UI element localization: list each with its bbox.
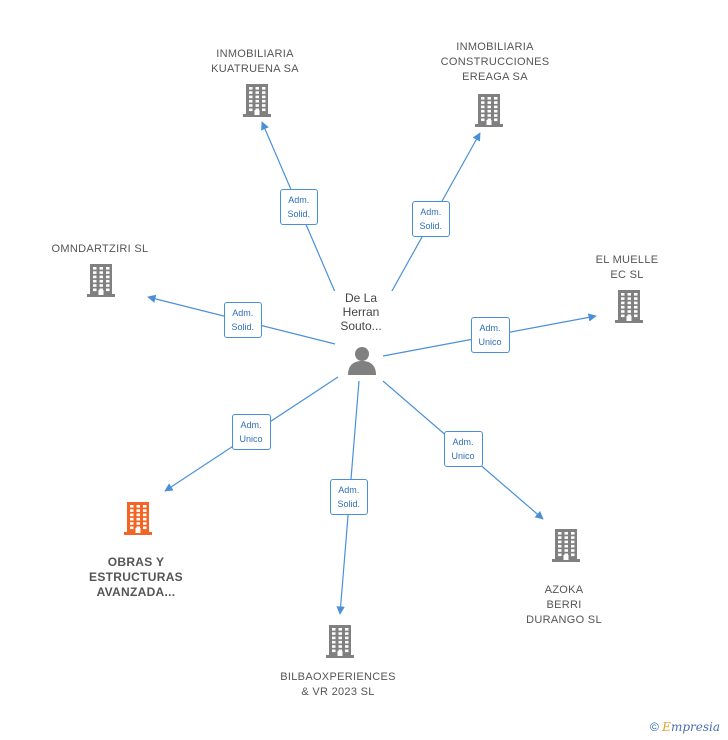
building-icon-bilbao[interactable]	[325, 624, 355, 658]
building-icon-muelle[interactable]	[614, 289, 644, 323]
company-label-ereaga[interactable]: INMOBILIARIA CONSTRUCCIONES EREAGA SA	[440, 40, 550, 83]
person-label[interactable]: De La Herran Souto...	[326, 291, 396, 333]
building-icon-ereaga[interactable]	[474, 93, 504, 127]
edge-label-omndartziri[interactable]: Adm. Solid.	[223, 302, 263, 338]
building-icon-obras[interactable]	[123, 501, 153, 535]
brand-name: mpresia	[670, 720, 720, 734]
company-label-kuatruena[interactable]: INMOBILIARIA KUATRUENA SA	[211, 48, 299, 75]
edge-label-muelle[interactable]: Adm. Unico	[470, 317, 510, 353]
company-label-bilbao[interactable]: BILBAOXPERIENCES & VR 2023 SL	[280, 671, 396, 698]
building-icon-omndartziri[interactable]	[86, 263, 116, 297]
copyright-symbol: ©	[649, 720, 659, 734]
brand-initial: E	[662, 720, 671, 734]
edge-label-bilbao[interactable]: Adm. Solid.	[329, 479, 369, 515]
building-icon-kuatruena[interactable]	[242, 83, 272, 117]
company-label-obras[interactable]: OBRAS Y ESTRUCTURAS AVANZADA...	[89, 555, 183, 599]
company-label-muelle[interactable]: EL MUELLE EC SL	[595, 254, 659, 281]
company-label-omndartziri[interactable]: OMNDARTZIRI SL	[51, 242, 149, 255]
person-icon[interactable]	[346, 344, 378, 376]
edge-label-kuatruena[interactable]: Adm. Solid.	[279, 189, 319, 225]
footer-brand: © Empresia	[650, 720, 720, 734]
edge-label-ereaga[interactable]: Adm. Solid.	[411, 201, 451, 237]
company-label-azoka[interactable]: AZOKA BERRI DURANGO SL	[526, 584, 602, 626]
building-icon-azoka[interactable]	[551, 528, 581, 562]
edge-label-obras[interactable]: Adm. Unico	[231, 414, 271, 450]
edge-label-azoka[interactable]: Adm. Unico	[443, 431, 483, 467]
